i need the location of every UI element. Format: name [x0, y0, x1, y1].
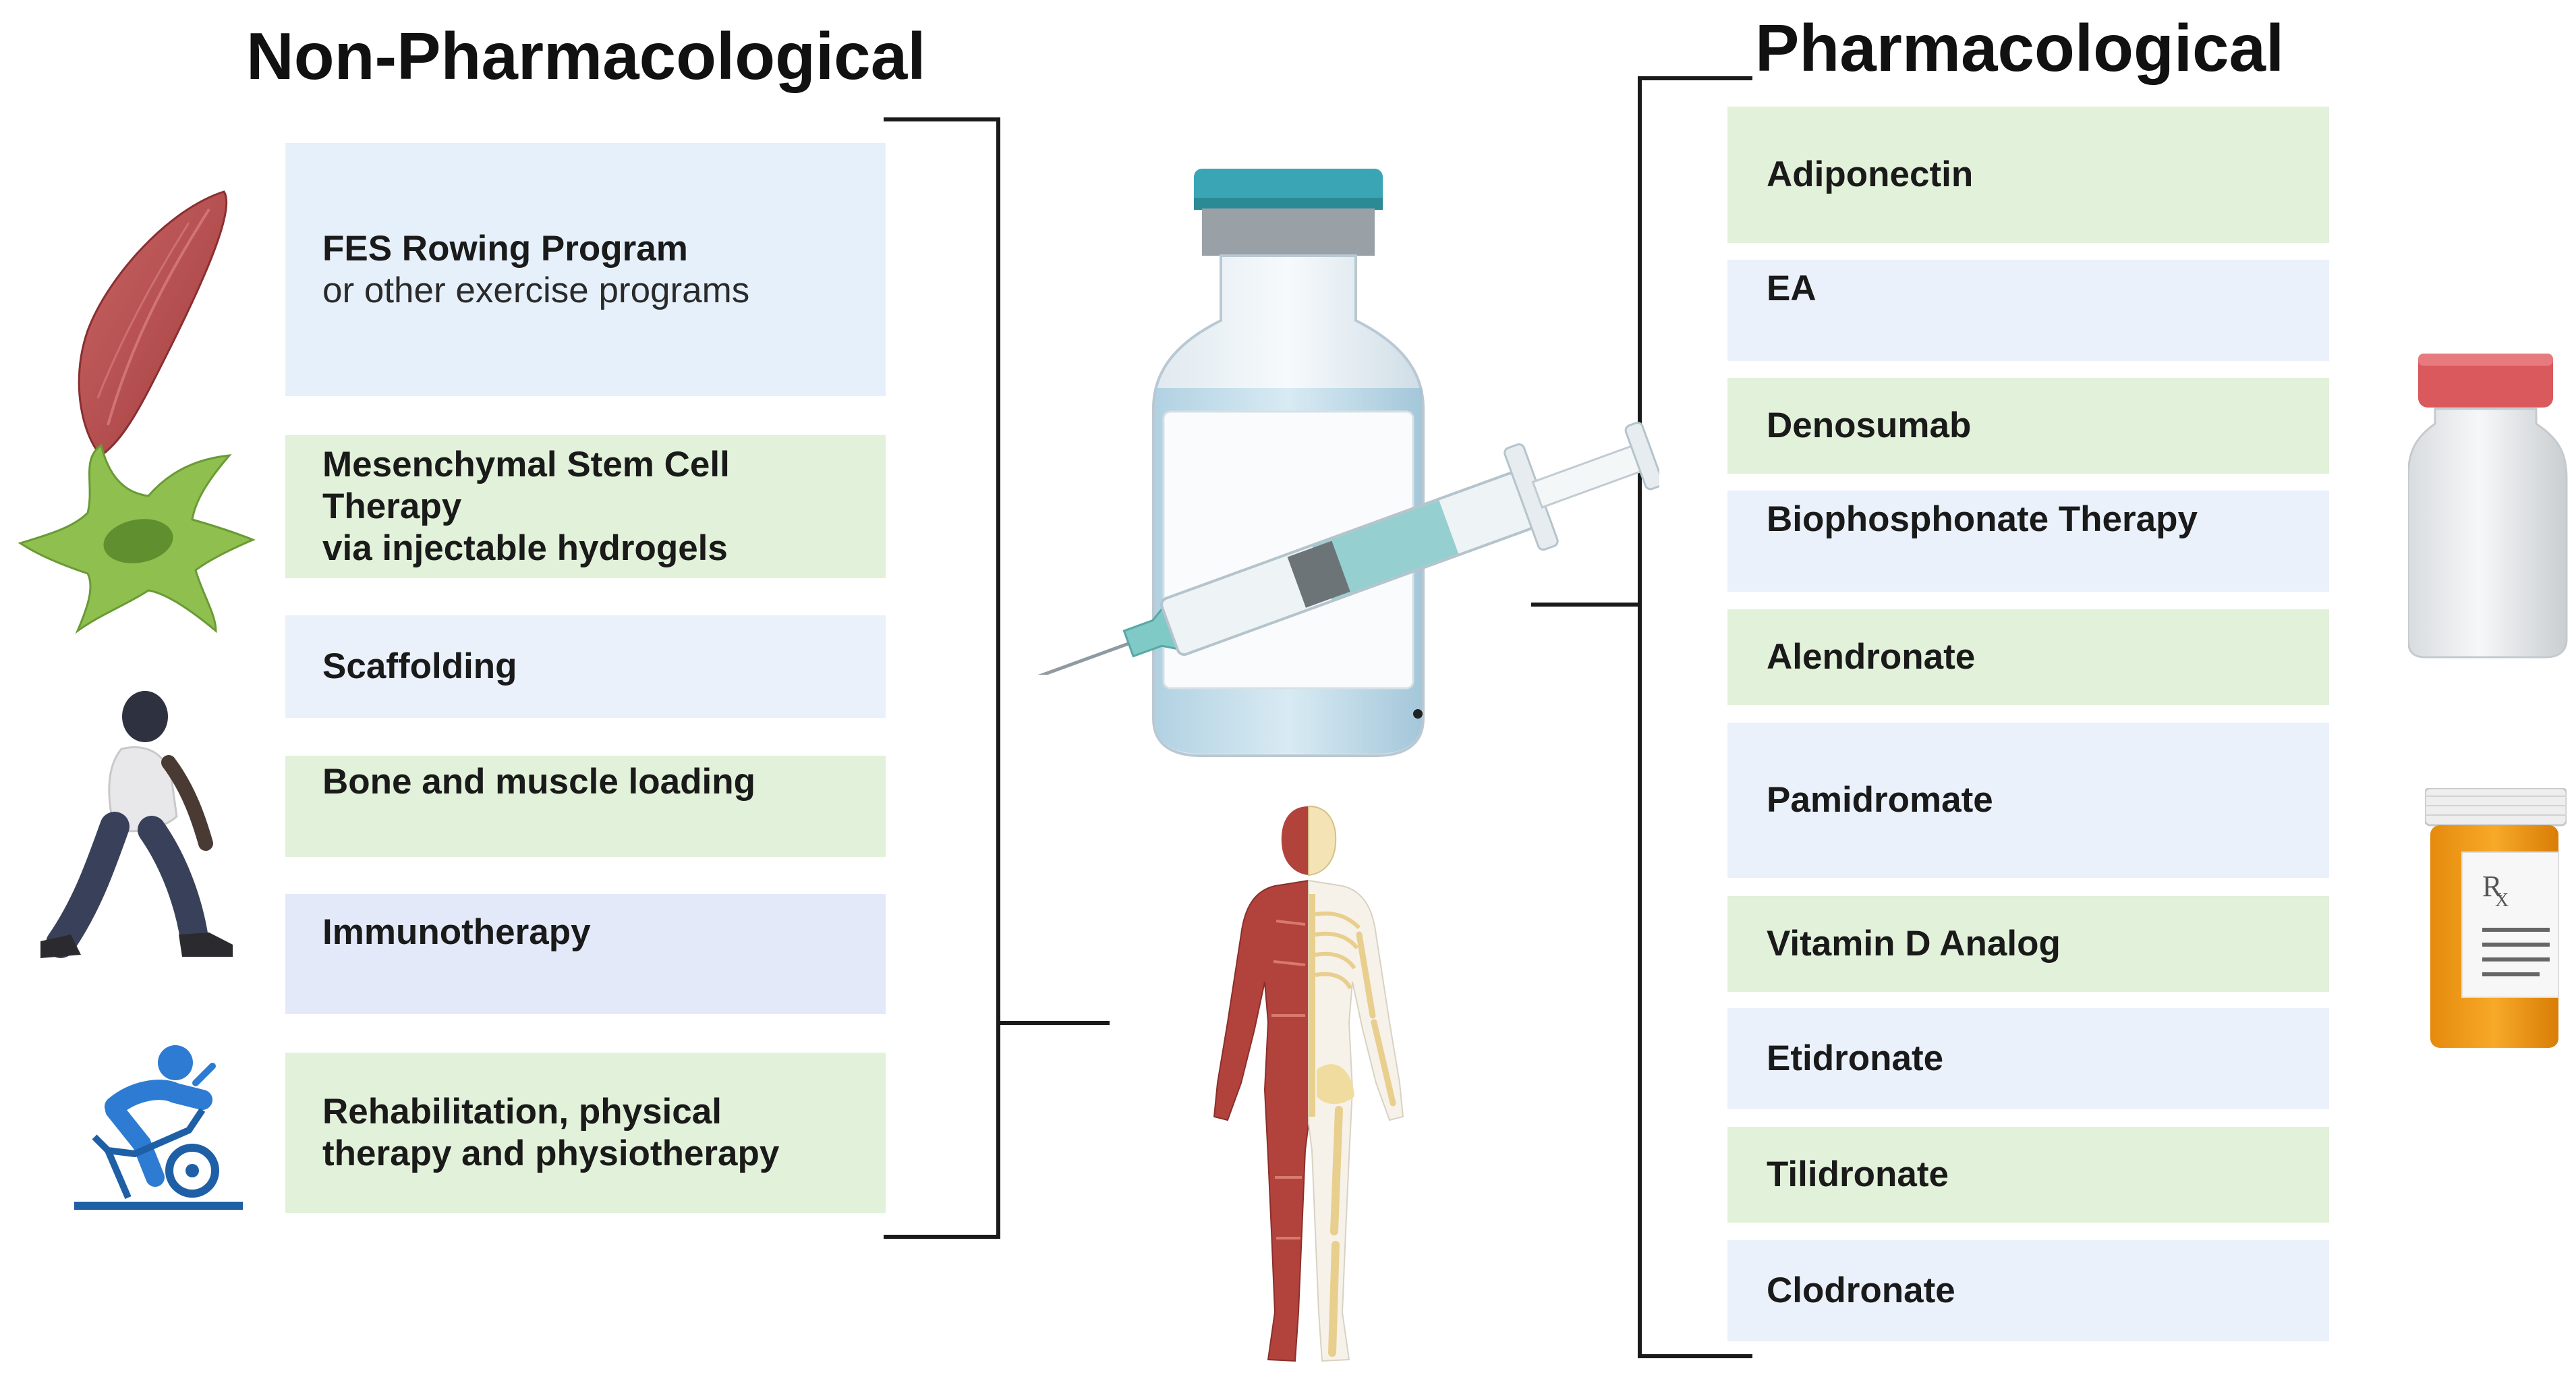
box-fes-rowing: FES Rowing Program or other exercise pro… [285, 143, 886, 396]
non-pharmacological-heading: Non-Pharmacological [246, 19, 926, 93]
box-adiponectin-label: Adiponectin [1767, 155, 1974, 194]
box-alendronate: Alendronate [1727, 609, 2329, 705]
box-adiponectin: Adiponectin [1727, 107, 2329, 243]
box-ea: EA [1727, 260, 2329, 361]
pharmacological-heading: Pharmacological [1755, 11, 2285, 85]
box-denosumab: Denosumab [1727, 378, 2329, 474]
box-bone-muscle-loading: Bone and muscle loading [285, 756, 886, 857]
box-biophosphonate-label: Biophosphonate Therapy [1767, 499, 2198, 539]
box-rehabilitation-line2: therapy and physiotherapy [322, 1134, 780, 1173]
box-denosumab-label: Denosumab [1767, 406, 1972, 445]
box-immunotherapy-label: Immunotherapy [322, 912, 591, 952]
box-fes-rowing-subtitle: or other exercise programs [322, 270, 750, 310]
rx-symbol-sub: X [2495, 890, 2509, 911]
box-etidronate-label: Etidronate [1767, 1038, 1944, 1078]
box-pamidromate-label: Pamidromate [1767, 780, 1993, 820]
box-clodronate-label: Clodronate [1767, 1271, 1955, 1310]
box-vitamin-d: Vitamin D Analog [1727, 896, 2329, 992]
box-tilidronate-label: Tilidronate [1767, 1154, 1949, 1194]
box-bone-muscle-loading-label: Bone and muscle loading [322, 762, 755, 802]
box-fes-rowing-title: FES Rowing Program [322, 228, 688, 269]
pill-bottle-icon [2408, 350, 2570, 660]
left-bracket-vertical [996, 117, 1000, 1239]
exercise-bike-icon [67, 1042, 250, 1218]
box-stem-cell: Mesenchymal Stem Cell Therapy via inject… [285, 435, 886, 578]
right-bracket-vertical [1638, 76, 1642, 1358]
left-bracket-top [884, 117, 1000, 121]
prescription-bottle-icon: R X [2425, 788, 2567, 1051]
box-alendronate-label: Alendronate [1767, 637, 1976, 677]
box-vitamin-d-label: Vitamin D Analog [1767, 924, 2061, 964]
box-clodronate: Clodronate [1727, 1240, 2329, 1341]
stem-cell-icon [13, 432, 256, 634]
walking-person-icon [27, 688, 243, 972]
box-ea-label: EA [1767, 269, 1816, 308]
syringe-icon [924, 364, 1659, 675]
box-scaffolding-label: Scaffolding [322, 646, 517, 686]
rx-symbol: R [2482, 870, 2502, 903]
box-pamidromate: Pamidromate [1727, 723, 2329, 878]
left-bracket-bottom [884, 1235, 1000, 1239]
right-bracket-connector [1531, 603, 1642, 607]
box-stem-cell-line3: via injectable hydrogels [322, 528, 728, 568]
box-scaffolding: Scaffolding [285, 615, 886, 718]
muscle-icon [67, 182, 236, 466]
box-rehabilitation: Rehabilitation, physical therapy and phy… [285, 1053, 886, 1213]
left-bracket-connector [996, 1021, 1110, 1025]
box-etidronate: Etidronate [1727, 1008, 2329, 1109]
box-tilidronate: Tilidronate [1727, 1127, 2329, 1223]
right-bracket-bottom [1638, 1354, 1752, 1358]
box-stem-cell-line2: Therapy [322, 486, 462, 526]
human-body-icon [1201, 800, 1416, 1380]
box-immunotherapy: Immunotherapy [285, 894, 886, 1014]
right-bracket-top [1638, 76, 1752, 80]
box-stem-cell-line1: Mesenchymal Stem Cell [322, 445, 730, 484]
box-biophosphonate: Biophosphonate Therapy [1727, 491, 2329, 592]
box-rehabilitation-line1: Rehabilitation, physical [322, 1092, 722, 1132]
